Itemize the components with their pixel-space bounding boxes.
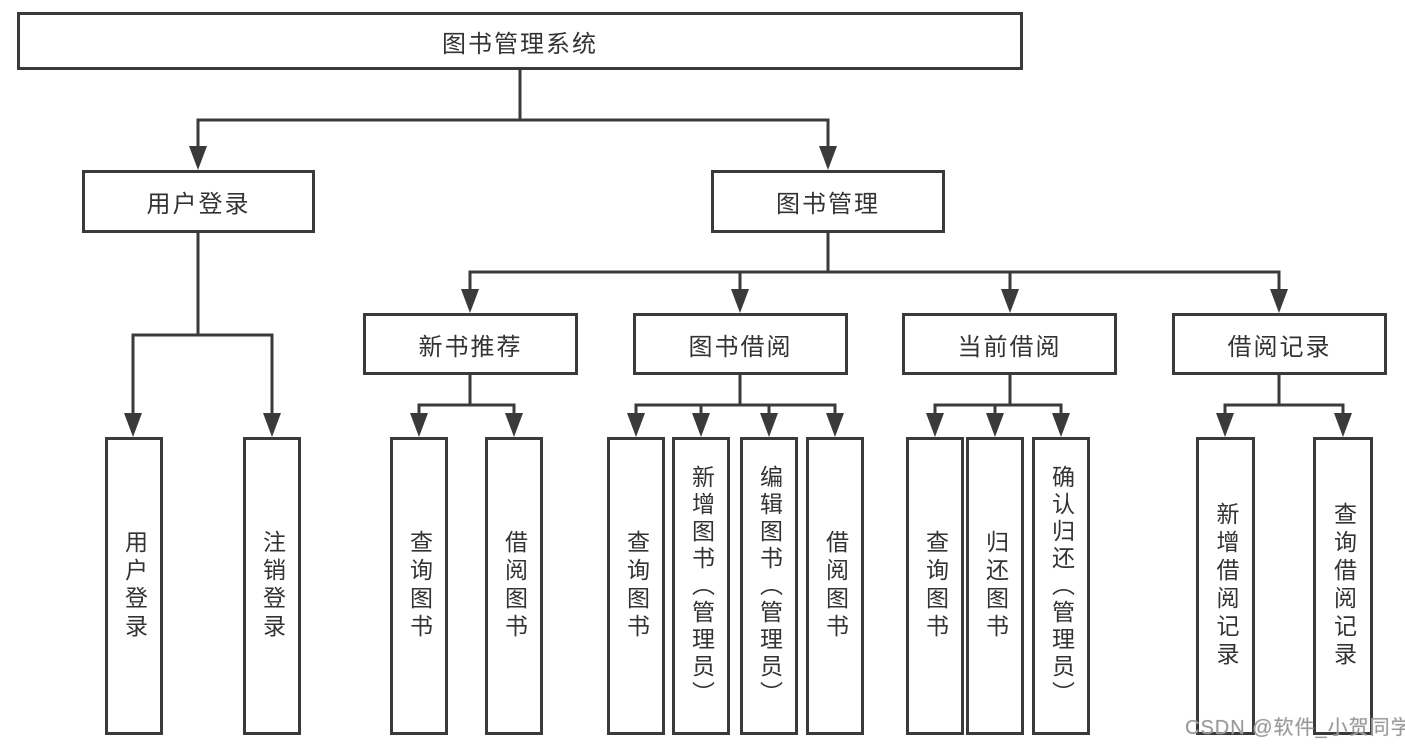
leaf-query-book-borrow: 查询图书: [607, 437, 665, 735]
leaf-logout: 注销登录: [243, 437, 301, 735]
leaf-borrow-book-recommend: 借阅图书: [485, 437, 543, 735]
node-new-book-recommend: 新书推荐: [363, 313, 578, 375]
node-book-borrow: 图书借阅: [633, 313, 848, 375]
node-borrow-records: 借阅记录: [1172, 313, 1387, 375]
leaf-user-login: 用户登录: [105, 437, 163, 735]
node-current-borrow: 当前借阅: [902, 313, 1117, 375]
leaf-add-borrow-record: 新增借阅记录: [1196, 437, 1255, 735]
arrowheads: [124, 146, 1352, 437]
node-user-login: 用户登录: [82, 170, 315, 233]
node-root-system: 图书管理系统: [17, 12, 1023, 70]
csdn-watermark: CSDN @软件_小贺同学: [1185, 717, 1405, 739]
leaf-return-book: 归还图书: [966, 437, 1024, 735]
leaf-confirm-return-admin: 确认归还（管理员）: [1032, 437, 1090, 735]
leaf-query-book-current: 查询图书: [906, 437, 964, 735]
leaf-query-book-recommend: 查询图书: [390, 437, 448, 735]
leaf-add-book-admin: 新增图书（管理员）: [672, 437, 730, 735]
leaf-query-borrow-record: 查询借阅记录: [1313, 437, 1373, 735]
leaf-borrow-book: 借阅图书: [806, 437, 864, 735]
leaf-edit-book-admin: 编辑图书（管理员）: [740, 437, 798, 735]
node-book-management: 图书管理: [711, 170, 945, 233]
